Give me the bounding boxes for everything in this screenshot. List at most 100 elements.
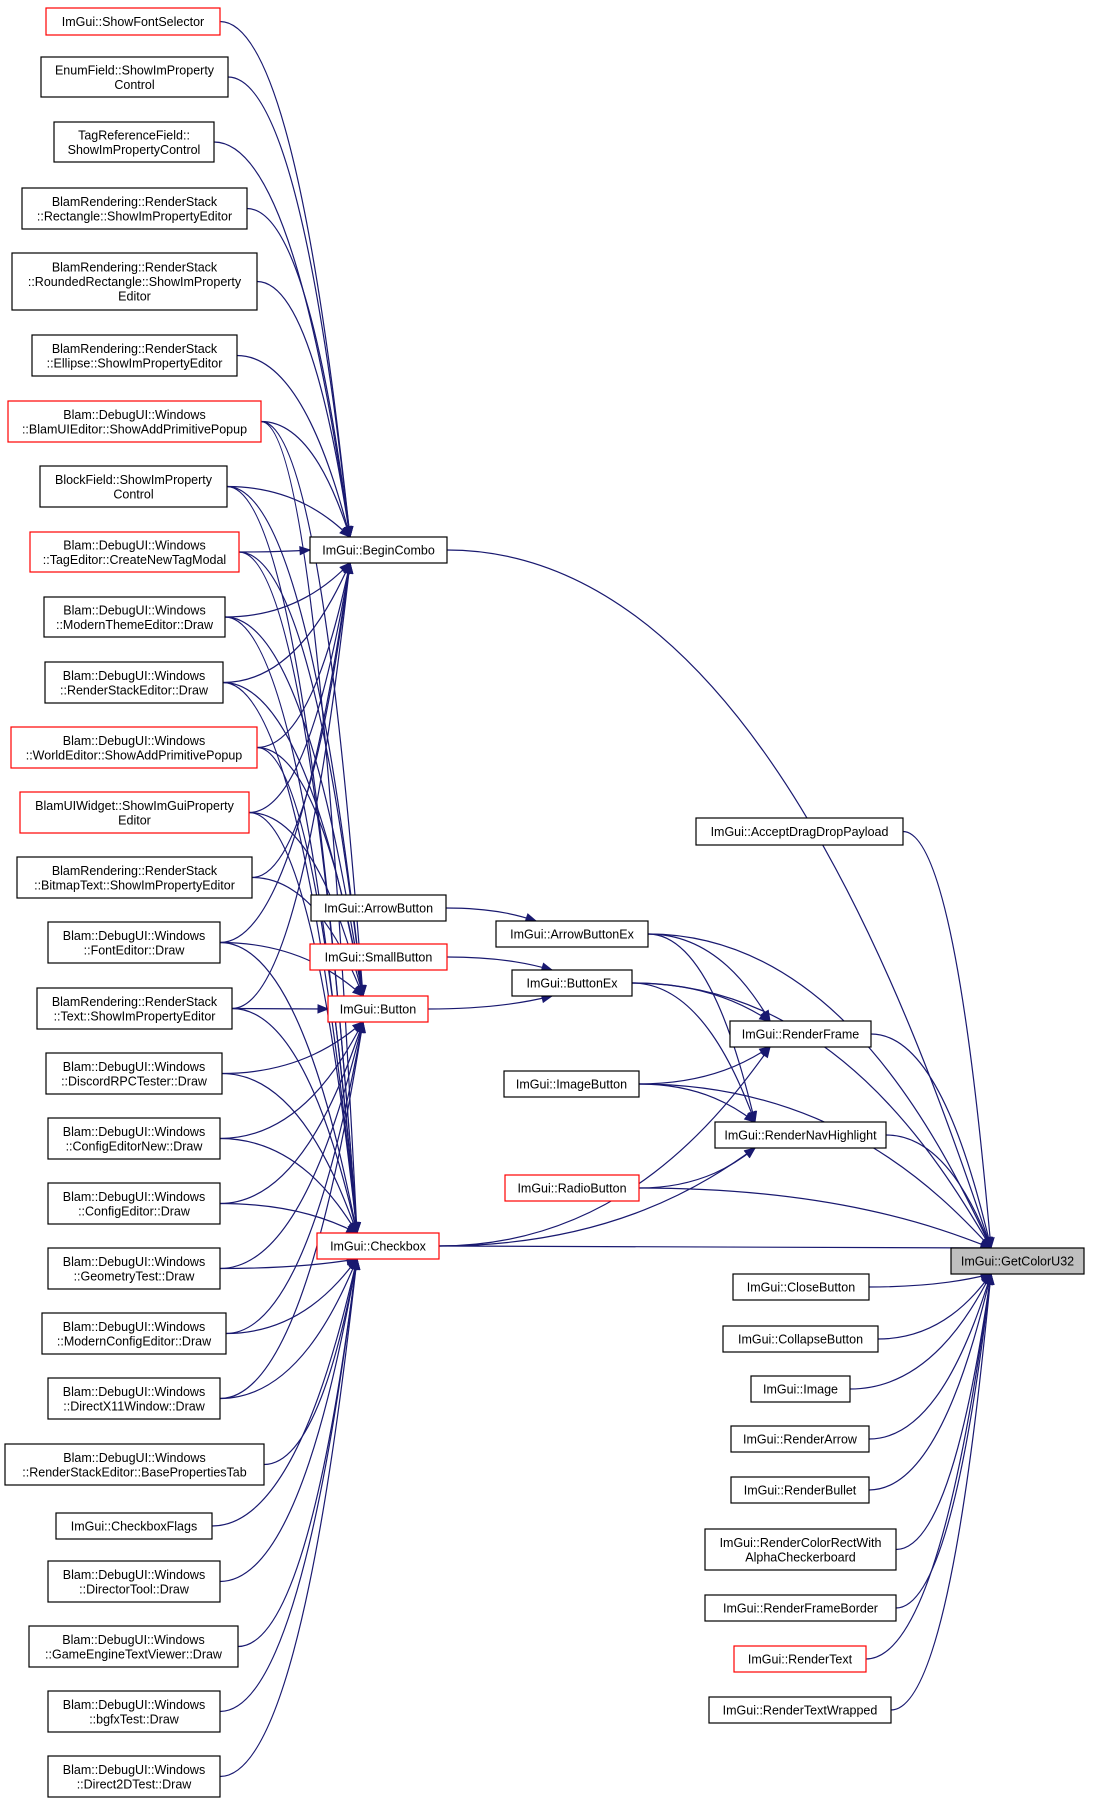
node-tagreference[interactable]: TagReferenceField::ShowImPropertyControl <box>53 121 215 163</box>
arrowhead-icon <box>351 1257 361 1270</box>
node-checkbox[interactable]: ImGui::Checkbox <box>316 1232 440 1260</box>
node-rendercolorrect[interactable]: ImGui::RenderColorRectWithAlphaCheckerbo… <box>704 1528 897 1571</box>
node-enumfield[interactable]: EnumField::ShowImPropertyControl <box>40 56 229 98</box>
node-box <box>7 400 262 443</box>
node-begincombo[interactable]: ImGui::BeginCombo <box>309 536 448 564</box>
node-label-line: ImGui::RenderTextWrapped <box>723 1704 878 1718</box>
edge-directx11window-to-button <box>219 1020 366 1400</box>
node-box <box>714 1121 887 1149</box>
node-configeditor[interactable]: Blam::DebugUI::Windows::ConfigEditor::Dr… <box>47 1182 221 1225</box>
node-directx11window[interactable]: Blam::DebugUI::Windows::DirectX11Window:… <box>47 1377 221 1420</box>
node-discordrpc[interactable]: Blam::DebugUI::Windows::DiscordRPCTester… <box>45 1052 223 1095</box>
node-geometrytest[interactable]: Blam::DebugUI::Windows::GeometryTest::Dr… <box>47 1247 221 1290</box>
node-acceptdragdrop[interactable]: ImGui::AcceptDragDropPayload <box>695 817 904 846</box>
node-rs-bitmaptext[interactable]: BlamRendering::RenderStack::BitmapText::… <box>16 856 253 899</box>
node-label-line: Blam::DebugUI::Windows <box>63 1385 205 1399</box>
node-tageditor[interactable]: Blam::DebugUI::Windows::TagEditor::Creat… <box>29 531 240 573</box>
node-label-line: ImGui::ButtonEx <box>526 977 618 991</box>
node-label-line: Blam::DebugUI::Windows <box>63 1451 205 1465</box>
node-blockfield[interactable]: BlockField::ShowImPropertyControl <box>39 465 228 508</box>
edge-line <box>227 76 351 538</box>
node-bgfxtest[interactable]: Blam::DebugUI::Windows::bgfxTest::Draw <box>47 1690 221 1733</box>
edge-line <box>868 1273 992 1440</box>
node-box <box>47 1755 221 1798</box>
edge-rs_text-to-begincombo <box>231 561 354 1010</box>
arrowhead-icon <box>339 526 351 538</box>
edge-acceptdragdrop-to-getcoloru32 <box>902 830 995 1250</box>
node-label-line: ::ConfigEditor::Draw <box>78 1204 191 1218</box>
node-box <box>47 1182 221 1225</box>
edge-configeditor-to-checkbox <box>219 1202 359 1234</box>
node-modernthemeeditor[interactable]: Blam::DebugUI::Windows::ModernThemeEdito… <box>43 596 226 638</box>
edge-line <box>224 616 364 997</box>
node-renderbullet[interactable]: ImGui::RenderBullet <box>730 1476 870 1504</box>
node-worldeditor[interactable]: Blam::DebugUI::Windows::WorldEditor::Sho… <box>10 726 258 769</box>
node-rendertext[interactable]: ImGui::RenderText <box>733 1645 867 1673</box>
node-closebutton[interactable]: ImGui::CloseButton <box>732 1273 870 1301</box>
node-rs-roundedrect[interactable]: BlamRendering::RenderStack::RoundedRecta… <box>11 252 258 311</box>
node-label-line: Editor <box>118 813 151 827</box>
edge-line <box>219 1258 358 1583</box>
node-blamuieditor[interactable]: Blam::DebugUI::Windows::BlamUIEditor::Sh… <box>7 400 262 443</box>
node-label-line: ::RoundedRectangle::ShowImProperty <box>28 275 242 289</box>
node-direct2dtest[interactable]: Blam::DebugUI::Windows::Direct2DTest::Dr… <box>47 1755 221 1798</box>
edge-line <box>224 562 351 618</box>
node-label-line: Blam::DebugUI::Windows <box>63 1568 205 1582</box>
edge-buttonex-to-renderframe <box>631 982 772 1022</box>
node-box <box>41 1312 227 1355</box>
edge-line <box>427 995 553 1010</box>
node-box <box>47 921 221 964</box>
edge-line <box>238 549 311 553</box>
node-rs-ellipse[interactable]: BlamRendering::RenderStack::Ellipse::Sho… <box>31 334 238 377</box>
node-radiobutton[interactable]: ImGui::RadioButton <box>504 1174 640 1202</box>
edge-modernthemeeditor-to-begincombo <box>224 562 351 618</box>
node-renderstackeditor[interactable]: Blam::DebugUI::Windows::RenderStackEdito… <box>44 661 224 704</box>
node-label-line: ::WorldEditor::ShowAddPrimitivePopup <box>26 748 243 762</box>
node-fonteditor[interactable]: Blam::DebugUI::Windows::FontEditor::Draw <box>47 921 221 964</box>
node-label-line: BlamUIWidget::ShowImGuiProperty <box>35 799 234 813</box>
node-showfontselector[interactable]: ImGui::ShowFontSelector <box>45 7 221 36</box>
edge-line <box>638 1147 756 1189</box>
node-renderframeborder[interactable]: ImGui::RenderFrameBorder <box>704 1594 897 1622</box>
node-label-line: ::BitmapText::ShowImPropertyEditor <box>34 878 235 892</box>
node-box <box>503 1070 640 1098</box>
arrowhead-icon <box>743 1147 757 1159</box>
arrowhead-icon <box>743 1111 757 1123</box>
node-label-line: ::ModernThemeEditor::Draw <box>56 618 214 632</box>
node-renderarrow[interactable]: ImGui::RenderArrow <box>730 1425 870 1453</box>
node-label-line: ::GeometryTest::Draw <box>74 1269 196 1283</box>
node-label-line: ::Ellipse::ShowImPropertyEditor <box>47 356 223 370</box>
node-box <box>19 791 250 834</box>
node-label-line: EnumField::ShowImProperty <box>55 63 215 77</box>
node-checkboxflags[interactable]: ImGui::CheckboxFlags <box>55 1512 213 1540</box>
node-imagebutton[interactable]: ImGui::ImageButton <box>503 1070 640 1098</box>
node-label-line: ::Rectangle::ShowImPropertyEditor <box>37 209 232 223</box>
edge-line <box>902 830 992 1249</box>
node-configeditornew[interactable]: Blam::DebugUI::Windows::ConfigEditorNew:… <box>47 1117 221 1160</box>
node-renderframe[interactable]: ImGui::RenderFrame <box>729 1020 872 1048</box>
node-collapsebutton[interactable]: ImGui::CollapseButton <box>722 1325 879 1353</box>
node-gameenginetextviewer[interactable]: Blam::DebugUI::Windows::GameEngineTextVi… <box>28 1625 239 1668</box>
node-rs-text[interactable]: BlamRendering::RenderStack::Text::ShowIm… <box>36 987 233 1030</box>
node-smallbutton[interactable]: ImGui::SmallButton <box>309 943 448 971</box>
node-buttonex[interactable]: ImGui::ButtonEx <box>511 969 633 997</box>
node-directortool[interactable]: Blam::DebugUI::Windows::DirectorTool::Dr… <box>47 1560 221 1603</box>
node-rs-rectangle[interactable]: BlamRendering::RenderStack::Rectangle::S… <box>21 187 248 230</box>
edge-line <box>221 1072 358 1234</box>
node-label-line: ImGui::RenderArrow <box>743 1433 858 1447</box>
node-renderstackeditor-base[interactable]: Blam::DebugUI::Windows::RenderStackEdito… <box>4 1443 265 1486</box>
node-button[interactable]: ImGui::Button <box>327 995 429 1023</box>
node-label-line: ImGui::ImageButton <box>516 1078 627 1092</box>
node-modernconfigeditor[interactable]: Blam::DebugUI::Windows::ModernConfigEdit… <box>41 1312 227 1355</box>
edge-renderframe-to-getcoloru32 <box>870 1033 994 1250</box>
node-rendertextwrapped[interactable]: ImGui::RenderTextWrapped <box>708 1696 892 1724</box>
node-arrowbuttonex[interactable]: ImGui::ArrowButtonEx <box>495 920 649 948</box>
node-arrowbutton[interactable]: ImGui::ArrowButton <box>310 894 447 922</box>
edge-radiobutton-to-getcoloru32 <box>638 1187 993 1249</box>
arrowhead-icon <box>985 1272 995 1285</box>
edge-line <box>868 1273 992 1288</box>
edge-direct2dtest-to-checkbox <box>219 1257 361 1778</box>
node-image[interactable]: ImGui::Image <box>750 1375 851 1403</box>
node-rendernavhighlight[interactable]: ImGui::RenderNavHighlight <box>714 1121 887 1149</box>
